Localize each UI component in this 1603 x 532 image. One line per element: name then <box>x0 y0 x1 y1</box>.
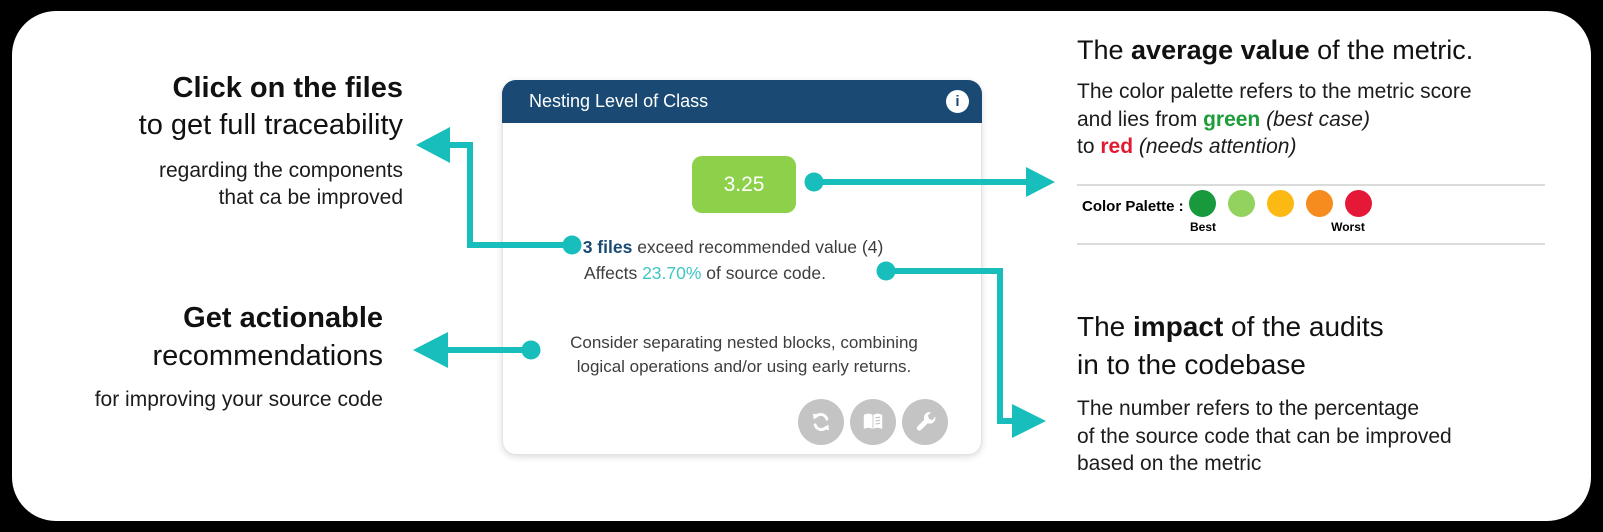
fix-button[interactable] <box>902 399 948 445</box>
annotation-body: The number refers to the percentage of t… <box>1077 397 1452 475</box>
affects-line: Affects 23.70% of source code. <box>584 263 826 283</box>
red-word: red <box>1100 135 1134 158</box>
palette-worst-label: Worst <box>1331 220 1365 234</box>
info-icon[interactable]: i <box>946 90 969 113</box>
palette-label: Color Palette : <box>1082 198 1184 215</box>
affects-percentage: 23.70% <box>642 263 702 283</box>
book-icon <box>863 413 883 430</box>
palette-best-label: Best <box>1189 220 1216 234</box>
green-word: green <box>1203 107 1261 131</box>
headline-bold: Click on the files <box>172 72 403 104</box>
color-palette-legend: Color Palette : Best Worst <box>1077 184 1545 245</box>
annotation-body: The color palette refers to the metric s… <box>1077 80 1472 158</box>
metric-card: Nesting Level of Class i 3.25 3 files ex… <box>502 80 982 455</box>
files-link[interactable]: 3 files <box>582 237 633 257</box>
annotation-recommendations: Get actionable recommendations for impro… <box>23 299 383 413</box>
annotation-click-files: Click on the files to get full traceabil… <box>43 70 403 211</box>
palette-dot-4 <box>1306 190 1333 217</box>
wrench-icon <box>916 411 935 431</box>
annotation-headline: The impact of the audits in to the codeb… <box>1077 311 1384 380</box>
files-exceed-line: 3 files exceed recommended value (4) <box>582 237 884 257</box>
palette-dot-best <box>1189 190 1216 217</box>
refresh-button[interactable] <box>798 399 844 445</box>
annotation-headline: Get actionable recommendations <box>23 299 384 375</box>
annotation-headline: The average value of the metric. <box>1077 35 1474 65</box>
refresh-icon <box>812 413 830 431</box>
card-title: Nesting Level of Class <box>529 91 709 111</box>
headline-bold: Get actionable <box>183 302 383 334</box>
palette-dot-3 <box>1267 190 1294 217</box>
annotation-impact: The impact of the audits in to the codeb… <box>1077 308 1552 478</box>
palette-dot-2 <box>1228 190 1255 217</box>
annotation-headline: Click on the files to get full traceabil… <box>43 70 403 144</box>
card-header: Nesting Level of Class i <box>502 80 982 123</box>
recommendation-text: Consider separating nested blocks, combi… <box>570 333 918 376</box>
annotation-average-value: The average value of the metric. The col… <box>1077 33 1552 161</box>
annotation-subtext: regarding the components that ca be impr… <box>159 159 403 209</box>
palette-dot-worst <box>1345 190 1372 217</box>
card-action-buttons <box>798 399 948 445</box>
headline-regular: recommendations <box>152 340 384 372</box>
documentation-button[interactable] <box>850 399 896 445</box>
headline-regular: to get full traceability <box>138 109 403 141</box>
annotation-subtext: for improving your source code <box>94 388 383 411</box>
metric-value-badge: 3.25 <box>692 156 796 213</box>
